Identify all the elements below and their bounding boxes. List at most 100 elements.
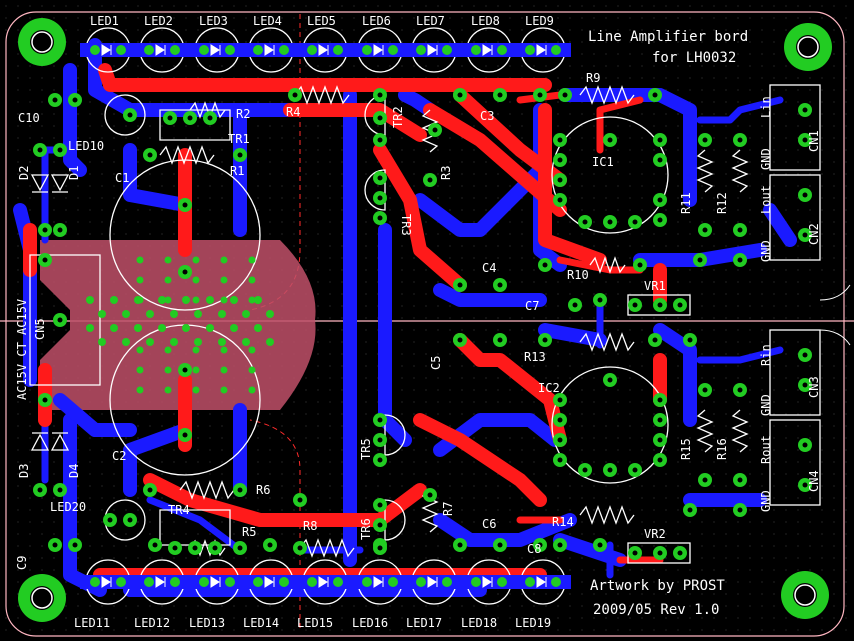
ground-via — [192, 366, 200, 374]
ground-via — [164, 386, 172, 394]
label-ic1: IC1 — [592, 155, 614, 169]
led-top-body — [134, 27, 190, 73]
ground-via — [218, 310, 226, 318]
title-line2: for LH0032 — [652, 50, 736, 66]
credit-text: Artwork by PROST — [590, 578, 725, 594]
pad — [33, 143, 47, 157]
pad — [68, 93, 82, 107]
pad — [593, 538, 607, 552]
ground-via — [146, 310, 154, 318]
ground-via — [220, 256, 228, 264]
pad — [628, 215, 642, 229]
pad — [653, 193, 667, 207]
pad — [653, 546, 667, 560]
label-c1: C1 — [115, 171, 129, 185]
pad — [603, 463, 617, 477]
d2-symbol — [30, 174, 50, 193]
tr4-outline — [159, 509, 231, 546]
label-rout: Rout — [759, 435, 773, 464]
pad — [428, 123, 442, 137]
pad — [653, 413, 667, 427]
mounting-hole-bottom-right — [781, 571, 829, 619]
r11-zigzag — [696, 149, 714, 193]
pad — [648, 88, 662, 102]
label-r9: R9 — [586, 71, 600, 85]
led-top-body — [297, 27, 353, 73]
label-r4: R4 — [286, 105, 300, 119]
pad — [373, 191, 387, 205]
pad — [698, 473, 712, 487]
pad — [373, 111, 387, 125]
label-d1: D1 — [67, 166, 81, 180]
pad — [68, 538, 82, 552]
pad — [653, 453, 667, 467]
ground-via — [86, 296, 94, 304]
label-r12: R12 — [715, 192, 729, 214]
cn3-outline — [769, 329, 821, 416]
pad — [553, 393, 567, 407]
pad — [798, 228, 812, 242]
label-d4: D4 — [67, 464, 81, 478]
led-top-body — [189, 27, 245, 73]
ground-via — [170, 310, 178, 318]
r9-zigzag — [579, 85, 635, 105]
revision-text: 2009/05 Rev 1.0 — [593, 602, 719, 618]
label-cn4: CN4 — [807, 470, 821, 492]
led-bottom-label: LED13 — [189, 616, 225, 630]
label-c5: C5 — [429, 356, 443, 370]
led-bottom-body — [134, 559, 190, 605]
pad — [453, 538, 467, 552]
pad — [733, 383, 747, 397]
pad — [798, 478, 812, 492]
led-top-body — [406, 27, 462, 73]
pad — [143, 483, 157, 497]
pad — [733, 253, 747, 267]
ground-via — [164, 366, 172, 374]
label-r1: R1 — [230, 164, 244, 178]
pad — [553, 433, 567, 447]
pad — [143, 148, 157, 162]
led-bottom-label: LED19 — [515, 616, 551, 630]
pad — [538, 258, 552, 272]
ground-via — [164, 276, 172, 284]
pad — [603, 215, 617, 229]
r6-zigzag — [179, 480, 235, 500]
pad — [553, 453, 567, 467]
ground-via — [134, 324, 142, 332]
ground-via — [248, 256, 256, 264]
led-top-label: LED1 — [90, 14, 119, 28]
led-bottom-bodies — [80, 559, 571, 605]
pad — [103, 513, 117, 527]
pad — [493, 333, 507, 347]
ground-via — [192, 386, 200, 394]
led-top-body — [352, 27, 408, 73]
ground-via — [98, 310, 106, 318]
pad — [373, 541, 387, 555]
ground-via — [220, 366, 228, 374]
ground-via — [122, 338, 130, 346]
pad — [533, 88, 547, 102]
pad — [123, 513, 137, 527]
pad — [233, 148, 247, 162]
pad — [288, 88, 302, 102]
label-r6: R6 — [256, 483, 270, 497]
led-top-body — [461, 27, 517, 73]
ground-via — [218, 338, 226, 346]
ground-via — [230, 324, 238, 332]
pad — [178, 428, 192, 442]
ground-via — [136, 256, 144, 264]
ground-via — [192, 256, 200, 264]
led-bottom-body — [406, 559, 462, 605]
pad — [568, 298, 582, 312]
pad — [48, 538, 62, 552]
cn4-outline — [769, 419, 821, 506]
led-bottom-label: LED17 — [406, 616, 442, 630]
led-top-body — [515, 27, 571, 73]
label-cn1: CN1 — [807, 130, 821, 152]
ground-via — [136, 296, 144, 304]
led10-outline — [104, 94, 146, 136]
led-top-label: LED6 — [362, 14, 391, 28]
ground-via — [136, 276, 144, 284]
